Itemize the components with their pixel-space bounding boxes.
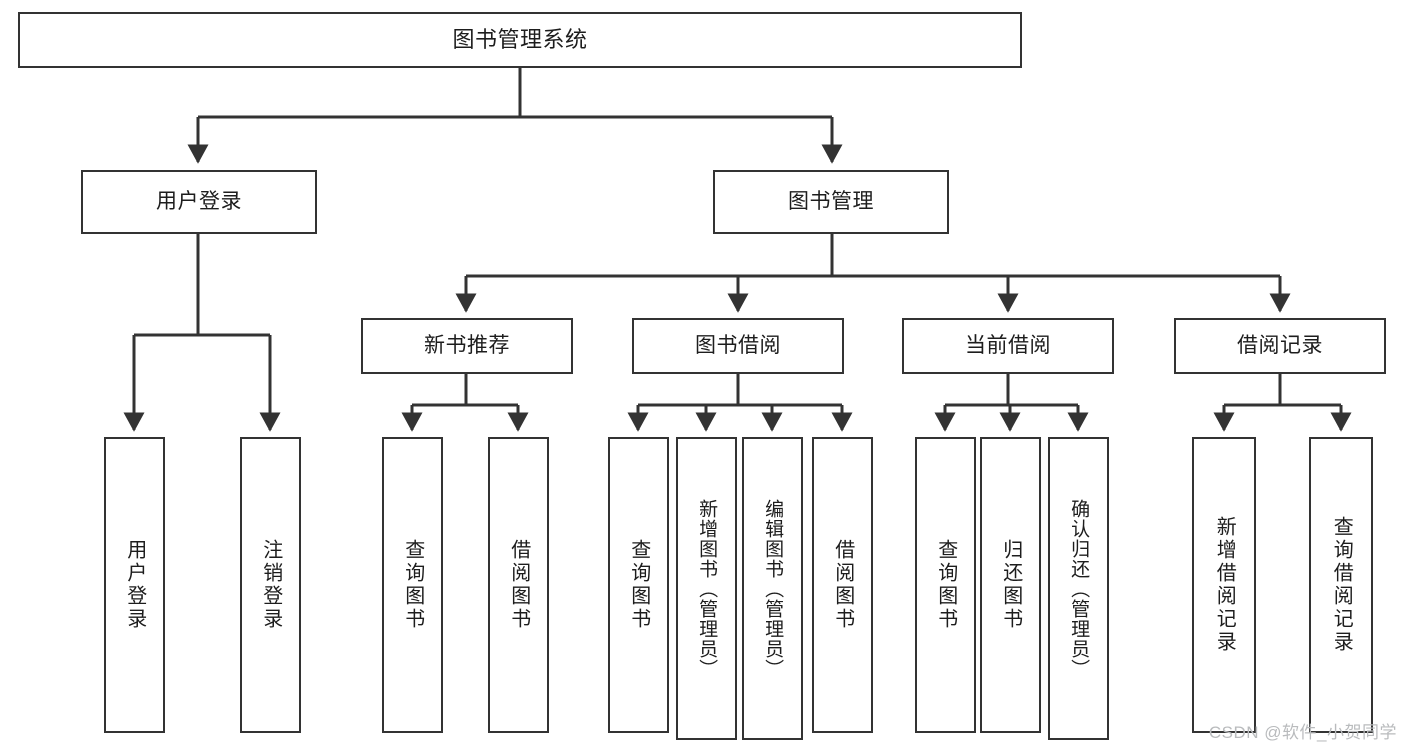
node-label: 查询图书	[401, 539, 424, 631]
node-label: 归还图书	[999, 539, 1022, 631]
node-label: 新增图书（管理员）	[696, 498, 718, 679]
leaf-recommend-borrow-book[interactable]: 借阅图书	[488, 437, 549, 733]
node-label: 新书推荐	[424, 334, 510, 358]
node-book-manage[interactable]: 图书管理	[713, 170, 949, 234]
node-label: 图书管理	[788, 190, 874, 214]
leaf-recommend-query-book[interactable]: 查询图书	[382, 437, 443, 733]
leaf-borrow-add-book-admin[interactable]: 新增图书（管理员）	[676, 437, 737, 740]
leaf-borrow-edit-book-admin[interactable]: 编辑图书（管理员）	[742, 437, 803, 740]
node-book-borrow[interactable]: 图书借阅	[632, 318, 844, 374]
node-label: 新增借阅记录	[1213, 516, 1236, 654]
node-label: 查询借阅记录	[1330, 516, 1353, 654]
leaf-borrow-borrow-book[interactable]: 借阅图书	[812, 437, 873, 733]
node-label: 图书借阅	[695, 334, 781, 358]
leaf-current-confirm-return-admin[interactable]: 确认归还（管理员）	[1048, 437, 1109, 740]
node-user-login[interactable]: 用户登录	[81, 170, 317, 234]
node-label: 查询图书	[627, 539, 650, 631]
watermark-text: CSDN @软件_小贺同学	[1208, 723, 1397, 742]
leaf-logout-login[interactable]: 注销登录	[240, 437, 301, 733]
leaf-current-query-book[interactable]: 查询图书	[915, 437, 976, 733]
node-label: 借阅图书	[831, 539, 854, 631]
leaf-record-query-record[interactable]: 查询借阅记录	[1309, 437, 1373, 733]
node-label: 当前借阅	[965, 334, 1051, 358]
node-label: 用户登录	[156, 190, 242, 214]
node-current-borrow[interactable]: 当前借阅	[902, 318, 1114, 374]
node-label: 注销登录	[259, 539, 282, 631]
node-root-system[interactable]: 图书管理系统	[18, 12, 1022, 68]
node-label: 确认归还（管理员）	[1068, 498, 1090, 679]
node-label: 图书管理系统	[452, 26, 588, 52]
leaf-borrow-query-book[interactable]: 查询图书	[608, 437, 669, 733]
leaf-user-login[interactable]: 用户登录	[104, 437, 165, 733]
node-borrow-record[interactable]: 借阅记录	[1174, 318, 1386, 374]
node-label: 查询图书	[934, 539, 957, 631]
node-new-book-recommend[interactable]: 新书推荐	[361, 318, 573, 374]
leaf-record-add-record[interactable]: 新增借阅记录	[1192, 437, 1256, 733]
node-label: 借阅记录	[1237, 334, 1323, 358]
leaf-current-return-book[interactable]: 归还图书	[980, 437, 1041, 733]
node-label: 用户登录	[123, 539, 146, 631]
node-label: 借阅图书	[507, 539, 530, 631]
node-label: 编辑图书（管理员）	[762, 498, 784, 679]
